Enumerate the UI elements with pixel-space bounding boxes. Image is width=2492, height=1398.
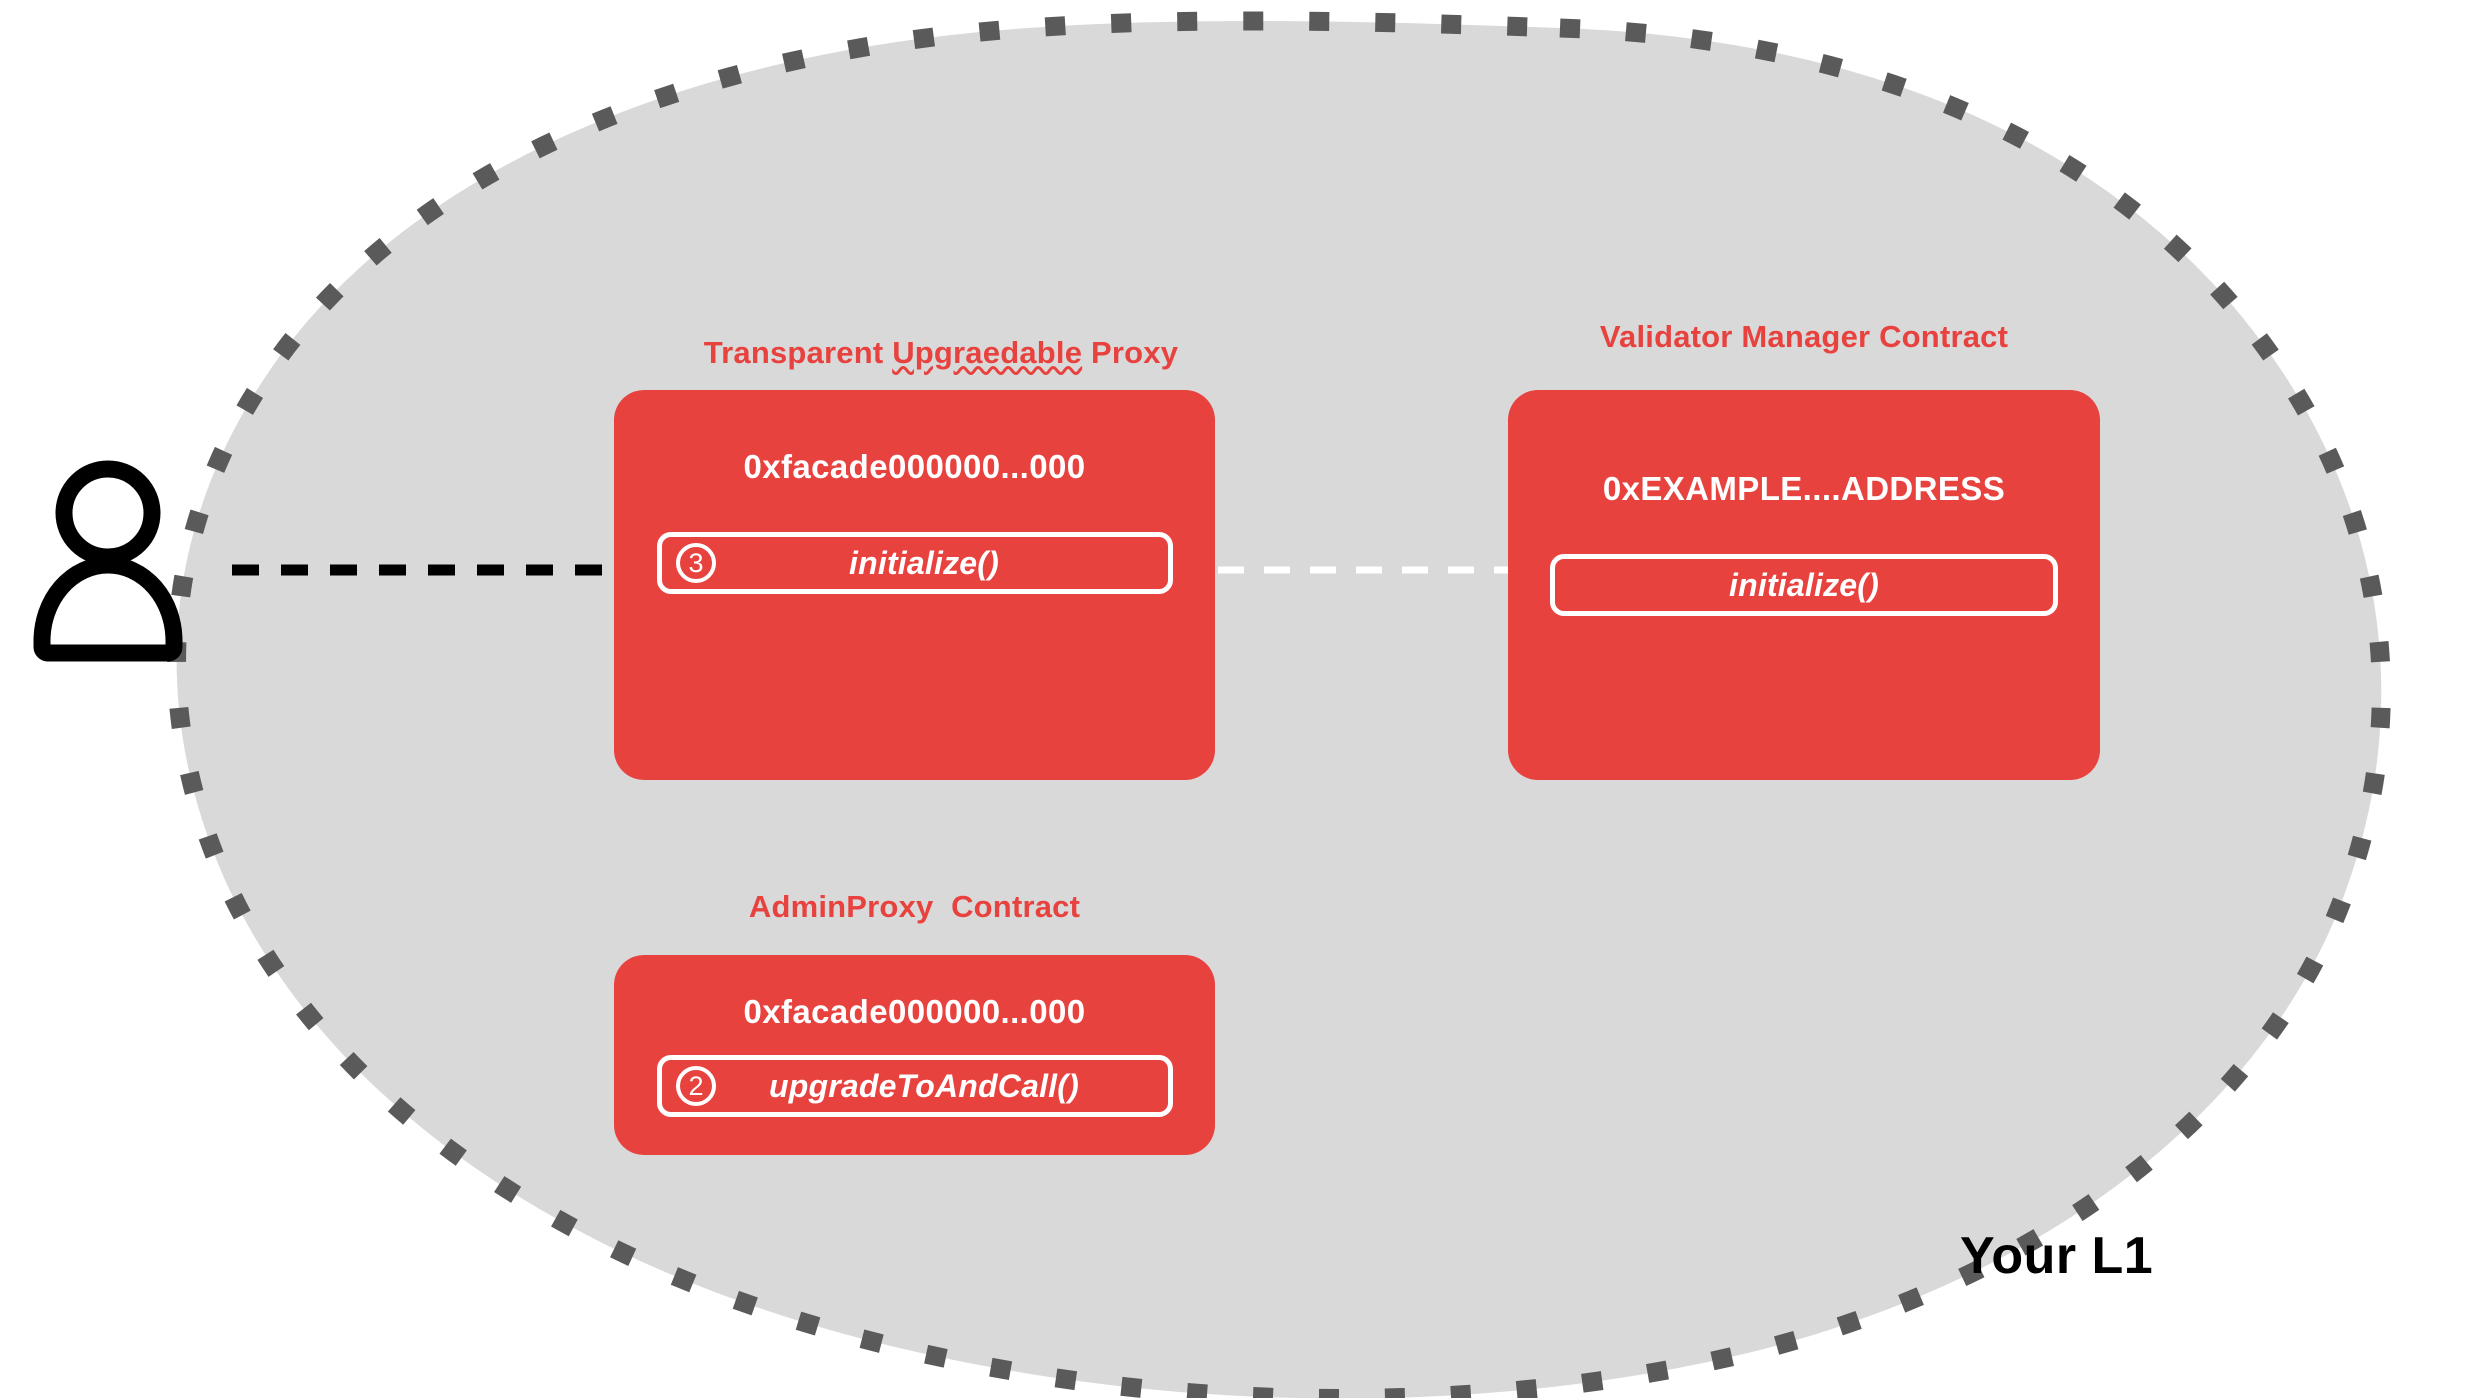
contract-title: Validator Manager Contract <box>1599 319 2009 354</box>
contract-validator-manager: Validator Manager Contract 0xEXAMPLE....… <box>1508 318 2100 780</box>
method-label: upgradeToAndCall() <box>769 1067 1079 1104</box>
method-label: initialize() <box>849 544 999 581</box>
method-initialize[interactable]: initialize() <box>1550 554 2058 616</box>
contract-transparent-upgradeable-proxy: Transparent Upgraedable Proxy Contract (… <box>614 296 1215 780</box>
contract-title-misspelled-word: Upgraedable <box>892 335 1083 370</box>
step-badge-3: 3 <box>676 543 716 583</box>
method-upgrade-to-and-call[interactable]: 2 upgradeToAndCall() <box>657 1055 1173 1117</box>
contract-title-part-pre: Transparent <box>703 335 893 370</box>
contract-address: 0xfacade000000...000 <box>743 993 1086 1030</box>
contract-card[interactable]: 0xEXAMPLE....ADDRESS initialize() <box>1508 390 2100 780</box>
contract-card[interactable]: 0xfacade000000...000 2 upgradeToAndCall(… <box>614 955 1215 1155</box>
contract-title-part-post: Proxy <box>1082 335 1179 370</box>
method-label: initialize() <box>1729 566 1879 603</box>
method-initialize[interactable]: 3 initialize() <box>657 532 1173 594</box>
contract-card[interactable]: 0xfacade000000...000 3 initialize() <box>614 390 1215 780</box>
region-caption-your-l1: Your L1 <box>1960 1227 2154 1285</box>
step-badge-2: 2 <box>676 1066 716 1106</box>
contract-address: 0xEXAMPLE....ADDRESS <box>1602 470 2006 507</box>
contract-title: AdminProxy Contract <box>748 889 1081 924</box>
user-actor <box>33 460 183 662</box>
contract-admin-proxy: AdminProxy Contract 0xfacade000000...000… <box>614 888 1215 1155</box>
contract-address: 0xfacade000000...000 <box>743 448 1086 485</box>
person-icon <box>33 460 183 662</box>
